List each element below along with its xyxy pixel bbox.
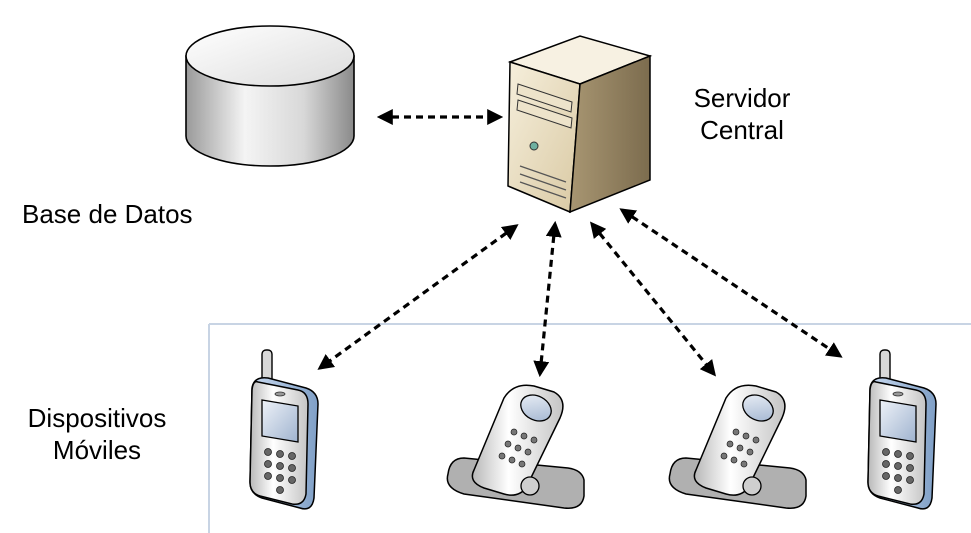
arrow-server-device-2 bbox=[533, 220, 562, 378]
arrow-server-device-1 bbox=[317, 224, 519, 370]
connections bbox=[317, 109, 843, 378]
database-label: Base de Datos bbox=[22, 199, 193, 229]
devices-region bbox=[208, 323, 971, 533]
candybar-phone-icon bbox=[249, 349, 319, 510]
server-label-line1: Servidor bbox=[693, 83, 791, 113]
devices-label: Dispositivos Móviles bbox=[8, 402, 186, 466]
server-tower-icon bbox=[507, 35, 653, 214]
candybar-phone-icon bbox=[867, 349, 937, 510]
arrow-server-device-4 bbox=[619, 208, 843, 358]
arrow-server-device-3 bbox=[589, 221, 717, 377]
flip-phone-icon bbox=[446, 384, 585, 509]
flip-phone-icon bbox=[668, 384, 807, 509]
database-cylinder-icon bbox=[185, 25, 355, 167]
devices-label-line2: Móviles bbox=[52, 435, 142, 465]
devices-label-line1: Dispositivos bbox=[27, 403, 167, 433]
server-label-line2: Central bbox=[700, 115, 784, 145]
server-label: Servidor Central bbox=[678, 82, 806, 146]
